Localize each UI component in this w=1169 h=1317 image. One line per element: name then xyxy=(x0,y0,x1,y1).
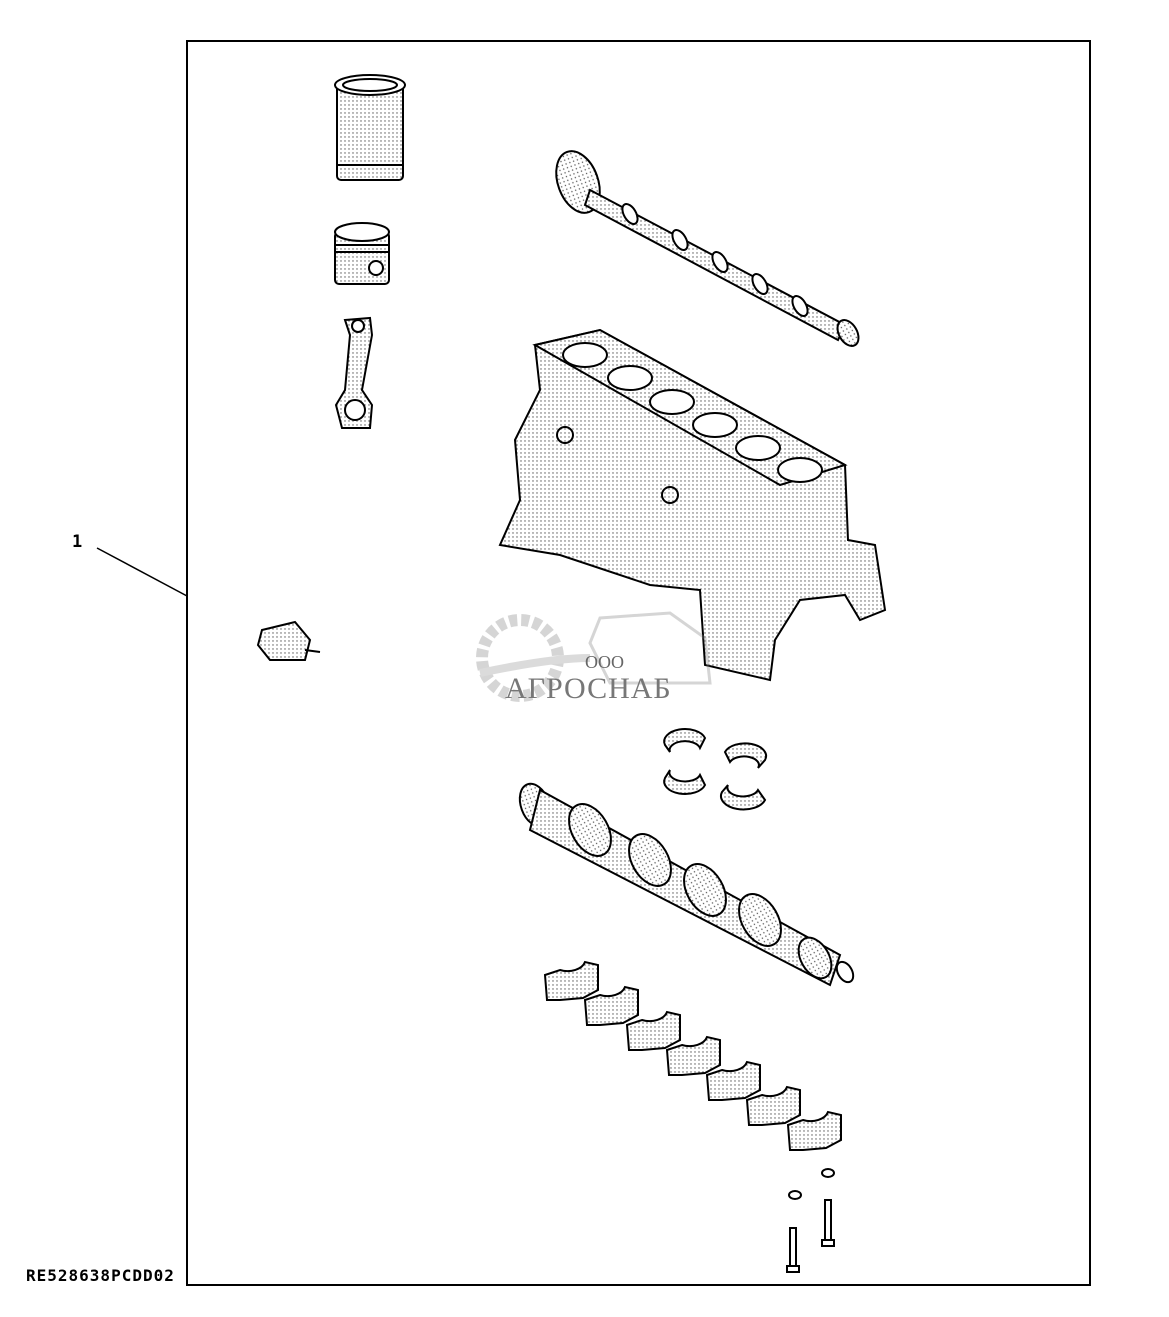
thrust-bearings xyxy=(664,729,766,809)
piston xyxy=(335,223,389,284)
callout-leader-line xyxy=(97,548,187,596)
watermark-prefix: ООО xyxy=(585,652,624,672)
main-bearing-caps xyxy=(545,962,842,1151)
callout-number: 1 xyxy=(72,532,83,552)
oil-pump xyxy=(258,622,320,660)
cylinder-liner xyxy=(335,75,405,180)
crankshaft xyxy=(514,780,856,985)
connecting-rod xyxy=(336,318,372,428)
cap-bolts-and-washers xyxy=(787,1169,834,1272)
diagram-frame xyxy=(187,41,1090,1285)
watermark-name: АГРОСНАБ xyxy=(505,672,672,705)
camshaft xyxy=(548,145,863,350)
reference-code: RE528638PCDD02 xyxy=(26,1266,175,1285)
watermark-logo xyxy=(470,598,720,708)
cylinder-block xyxy=(500,330,885,680)
